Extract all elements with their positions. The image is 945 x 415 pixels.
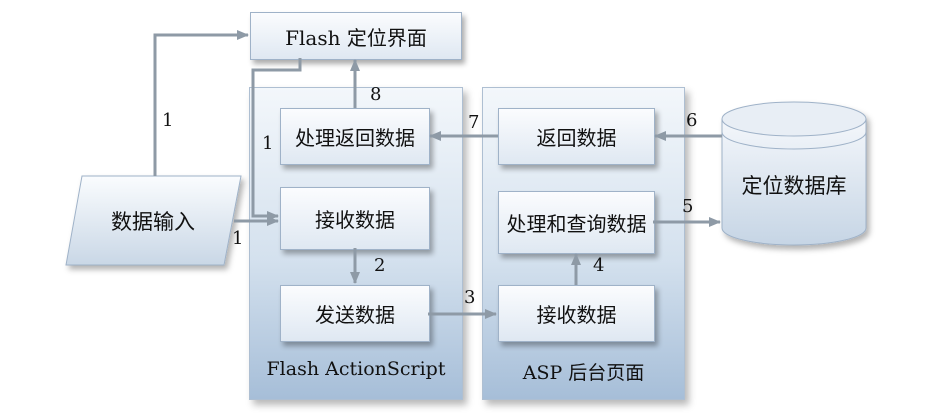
asp-receive-data-box: 接收数据	[498, 285, 655, 342]
data-input-label: 数据输入	[111, 209, 195, 234]
edge-label-db-to-return: 6	[686, 110, 698, 131]
send-data-box: 发送数据	[280, 285, 430, 342]
database-cylinder	[721, 101, 867, 246]
edge-input-to-ui	[153, 30, 249, 176]
edge-label-ui-to-receive: 1	[262, 133, 274, 154]
edge-label-process-to-ui: 8	[370, 84, 382, 105]
edge-label-query-to-db: 5	[682, 196, 694, 217]
edge-label-receive-to-send: 2	[374, 255, 386, 276]
edge-label-input-to-receive: 1	[232, 228, 244, 249]
edge-label-send-to-asp: 3	[464, 287, 476, 308]
edge-label-input-to-ui: 1	[162, 110, 174, 131]
flash-ui-box: Flash 定位界面	[250, 12, 462, 60]
asp-page-label: ASP 后台页面	[522, 362, 645, 384]
database-label: 定位数据库	[741, 174, 847, 198]
flash-actionscript-label: Flash ActionScript	[266, 358, 446, 380]
edge-label-receive-to-query: 4	[593, 255, 605, 276]
edge-label-return-to-process: 7	[468, 112, 480, 133]
edge-ui-to-receive	[251, 58, 302, 221]
process-query-data-box: 处理和查询数据	[498, 191, 655, 254]
data-input-shape	[65, 175, 242, 266]
